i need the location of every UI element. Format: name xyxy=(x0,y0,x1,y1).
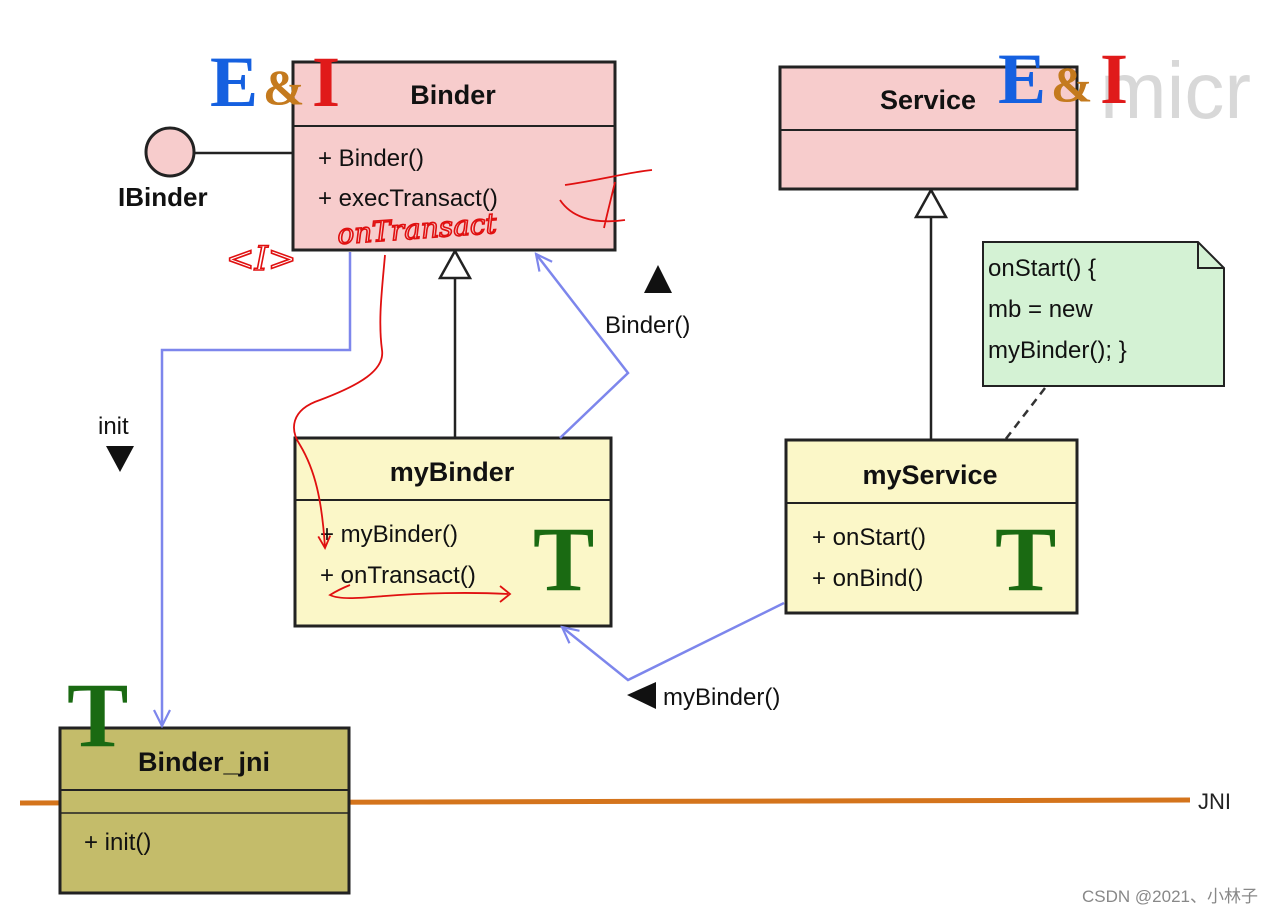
note-onstart: onStart() { mb = new myBinder(); } xyxy=(982,241,1225,441)
class-binder-member-constructor: + Binder() xyxy=(318,145,424,172)
annotation-underline-tip xyxy=(499,585,512,603)
annotation-interface-mark: <I> xyxy=(226,239,296,279)
badge-amp: & xyxy=(263,59,305,115)
note-connector xyxy=(1004,387,1046,441)
class-binder: Binder + Binder() + execTransact() xyxy=(291,60,617,252)
badge-amp: & xyxy=(1051,56,1093,112)
flow-label-mybinder-call-text: myBinder() xyxy=(663,684,780,711)
ibinder-label: IBinder xyxy=(118,182,208,212)
note-line-2: mb = new xyxy=(988,296,1093,323)
class-myservice-member-onbind: + onBind() xyxy=(812,565,923,592)
annotation-call-path xyxy=(293,254,386,548)
class-mybinder-member-constructor: + myBinder() xyxy=(320,521,458,548)
badge-e-letter: E xyxy=(210,42,258,122)
badge-t-mybinder: T xyxy=(533,508,594,610)
badge-e-letter: E xyxy=(998,39,1046,119)
inheritance-myservice-service xyxy=(913,187,949,440)
flow-label-binder-call: Binder() xyxy=(605,265,690,339)
flow-label-binder-call-text: Binder() xyxy=(605,312,690,339)
class-myservice: myService + onStart() + onBind() xyxy=(784,438,1079,615)
note-line-3: myBinder(); } xyxy=(988,337,1127,364)
class-service-name: Service xyxy=(880,85,976,115)
direction-down-icon xyxy=(106,446,134,472)
class-mybinder-member-ontransact: + onTransact() xyxy=(320,562,476,589)
class-mybinder: myBinder + myBinder() + onTransact() xyxy=(293,436,613,628)
flow-arrow-init xyxy=(162,252,352,726)
flow-label-init-text: init xyxy=(98,413,129,440)
flow-arrows xyxy=(162,252,785,726)
badge-t-binder-jni: T xyxy=(67,664,128,766)
inheritance-mybinder-binder xyxy=(437,248,473,438)
flow-arrow-mybinder-call xyxy=(562,601,785,682)
class-binder-jni-member-init: + init() xyxy=(84,829,151,856)
ibinder-circle xyxy=(144,126,196,178)
class-binder-name: Binder xyxy=(410,80,496,110)
ibinder-interface: IBinder xyxy=(118,126,293,212)
badge-e-and-i-binder: E & I xyxy=(210,42,340,122)
badge-i-letter: I xyxy=(1100,39,1128,119)
class-service: Service xyxy=(778,65,1079,191)
class-binder-jni: Binder_jni + init() xyxy=(58,726,351,895)
class-myservice-name: myService xyxy=(862,460,997,490)
note-line-1: onStart() { xyxy=(988,255,1096,282)
direction-left-icon xyxy=(627,682,656,709)
badge-i-letter: I xyxy=(312,42,340,122)
flow-label-init: init xyxy=(98,413,134,472)
class-myservice-member-onstart: + onStart() xyxy=(812,524,926,551)
direction-up-icon xyxy=(644,265,672,293)
badge-t-myservice: T xyxy=(995,508,1056,610)
background-text: micr xyxy=(1100,46,1251,135)
flow-label-mybinder-call: myBinder() xyxy=(627,682,780,711)
annotation-bracket-mark xyxy=(559,169,653,229)
jni-label: JNI xyxy=(1198,789,1231,814)
class-mybinder-name: myBinder xyxy=(390,457,515,487)
class-binder-jni-name: Binder_jni xyxy=(138,747,270,777)
annotation-underline-arrow xyxy=(328,584,509,600)
watermark: CSDN @2021、小林子 xyxy=(1082,887,1258,906)
badge-e-and-i-service: E & I xyxy=(998,39,1128,119)
class-binder-member-exectransact: + execTransact() xyxy=(318,185,498,212)
flow-arrow-binder-call xyxy=(536,254,630,439)
